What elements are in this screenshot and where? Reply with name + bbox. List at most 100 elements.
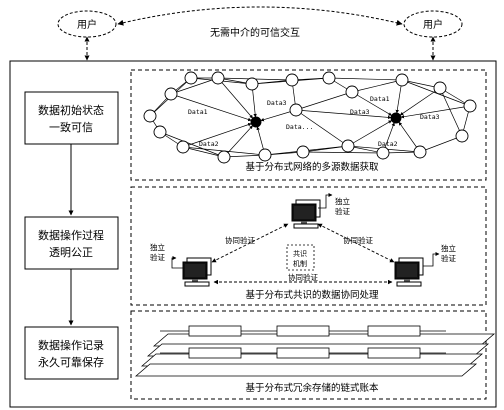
network-data-edge: [295, 109, 392, 120]
network-node: [164, 87, 178, 101]
network-node: [184, 71, 198, 85]
network-edge: [401, 79, 441, 89]
network-node: [285, 73, 299, 87]
trust-label: 无需中介的可信交互: [210, 26, 300, 39]
computer-icon: [394, 257, 424, 287]
data-label: Data2: [199, 140, 219, 148]
co-label-left: 协同验证: [225, 235, 255, 245]
step-box-1: [24, 91, 119, 145]
ledger-block: [276, 347, 330, 359]
network-node: [258, 148, 272, 162]
verify-right-line2: 验证: [441, 253, 456, 263]
verify-loop-right: [423, 252, 440, 267]
network-node: [341, 139, 355, 153]
panel-consensus: 独立 验证 独立 验证 独立 验证 共识 机制: [130, 186, 487, 306]
panel-ledger-caption: 基于分布式冗余存储的链式账本: [245, 382, 379, 394]
network-edge: [351, 79, 403, 93]
data-label: Data1: [370, 95, 390, 103]
co-label-bottom: 协同验证: [288, 272, 318, 282]
top-section: 用户 用户 无需中介的可信交互: [57, 6, 463, 61]
consensus-line2: 机制: [293, 259, 307, 268]
ledger-block: [188, 325, 242, 337]
co-arrow-right: [317, 223, 395, 263]
network-node: [289, 103, 303, 117]
network-edge: [419, 135, 463, 153]
network-node: [211, 71, 225, 85]
network-node: [322, 71, 336, 85]
verify-right-line1: 独立: [441, 243, 456, 253]
network-data-edge: [400, 105, 471, 119]
panel-network-caption: 基于分布式网络的多源数据获取: [245, 161, 379, 173]
step-1-line2: 一致可信: [49, 120, 93, 134]
user-right-node: [403, 10, 463, 38]
network-node: [376, 146, 390, 160]
network-node: [296, 145, 310, 159]
verify-top-line2: 验证: [335, 206, 350, 216]
step-3-line2: 永久可靠保存: [38, 355, 104, 369]
network-node: [455, 129, 469, 143]
network-edge: [439, 87, 463, 137]
panel-ledger-frame: [130, 310, 487, 400]
network-edge: [170, 77, 219, 95]
consensus-line1: 共识: [293, 249, 307, 258]
panel-consensus-caption: 基于分布式共识的数据协同处理: [245, 289, 379, 301]
network-data-edge: [351, 91, 392, 116]
ledger-block: [367, 347, 421, 359]
data-label: Data3: [350, 108, 370, 116]
network-node: [217, 150, 231, 164]
user-right-label: 用户: [423, 18, 443, 31]
verify-loop-top: [318, 193, 333, 209]
co-arrow-left: [211, 223, 289, 263]
ledger-block: [367, 325, 421, 337]
user-left-label: 用户: [77, 18, 97, 31]
network-edge: [159, 131, 225, 158]
panel-consensus-frame: [130, 186, 487, 306]
network-data-edge: [182, 122, 252, 148]
ledger-block: [188, 347, 242, 359]
network-hub-node: [390, 112, 402, 124]
network-edge: [302, 151, 384, 154]
network-data-edge: [170, 93, 252, 122]
network-data-edge: [347, 120, 392, 147]
network-data-edge: [217, 77, 253, 119]
network-edge: [182, 146, 225, 158]
data-label: Data3: [420, 113, 440, 121]
network-node: [463, 99, 477, 113]
consensus-box: [286, 244, 315, 271]
outer-frame: [9, 60, 497, 408]
network-node: [395, 73, 409, 87]
network-data-edge: [223, 125, 253, 158]
computer-icon: [291, 199, 321, 229]
computer-icon: [182, 257, 212, 287]
step-1-line1: 数据初始状态: [38, 103, 104, 117]
step-column: 数据初始状态 一致可信 数据操作过程 透明公正 数据操作记录 永久可靠保存: [24, 91, 119, 380]
data-label: Data3: [267, 99, 287, 107]
network-node: [433, 81, 447, 95]
network-data-edge: [399, 87, 441, 116]
network-edge: [295, 109, 349, 147]
step-2-line1: 数据操作过程: [38, 228, 104, 242]
network-node: [413, 145, 427, 159]
panel-ledger: 基于分布式冗余存储的链式账本: [130, 310, 496, 400]
network-hub-node: [250, 116, 262, 128]
data-label: Data...: [286, 123, 313, 131]
panel-network-frame: [130, 69, 487, 181]
ledger-layer: [134, 363, 478, 377]
network-node: [153, 125, 167, 139]
step-box-3: [24, 326, 119, 380]
network-edge: [223, 154, 266, 158]
step-3-line1: 数据操作记录: [38, 338, 104, 352]
verify-top-line1: 独立: [335, 196, 350, 206]
verify-left-line1: 独立: [150, 242, 165, 252]
user-left-node: [57, 10, 117, 38]
network-edge: [328, 77, 403, 81]
network-nodes: [143, 71, 477, 164]
network-edge: [295, 91, 353, 111]
ledger-layers: [134, 325, 496, 377]
trust-arc: [117, 6, 403, 26]
step-box-2: [24, 216, 119, 270]
network-node: [245, 77, 259, 91]
network-node: [345, 85, 359, 99]
verify-loop-left: [171, 256, 183, 269]
